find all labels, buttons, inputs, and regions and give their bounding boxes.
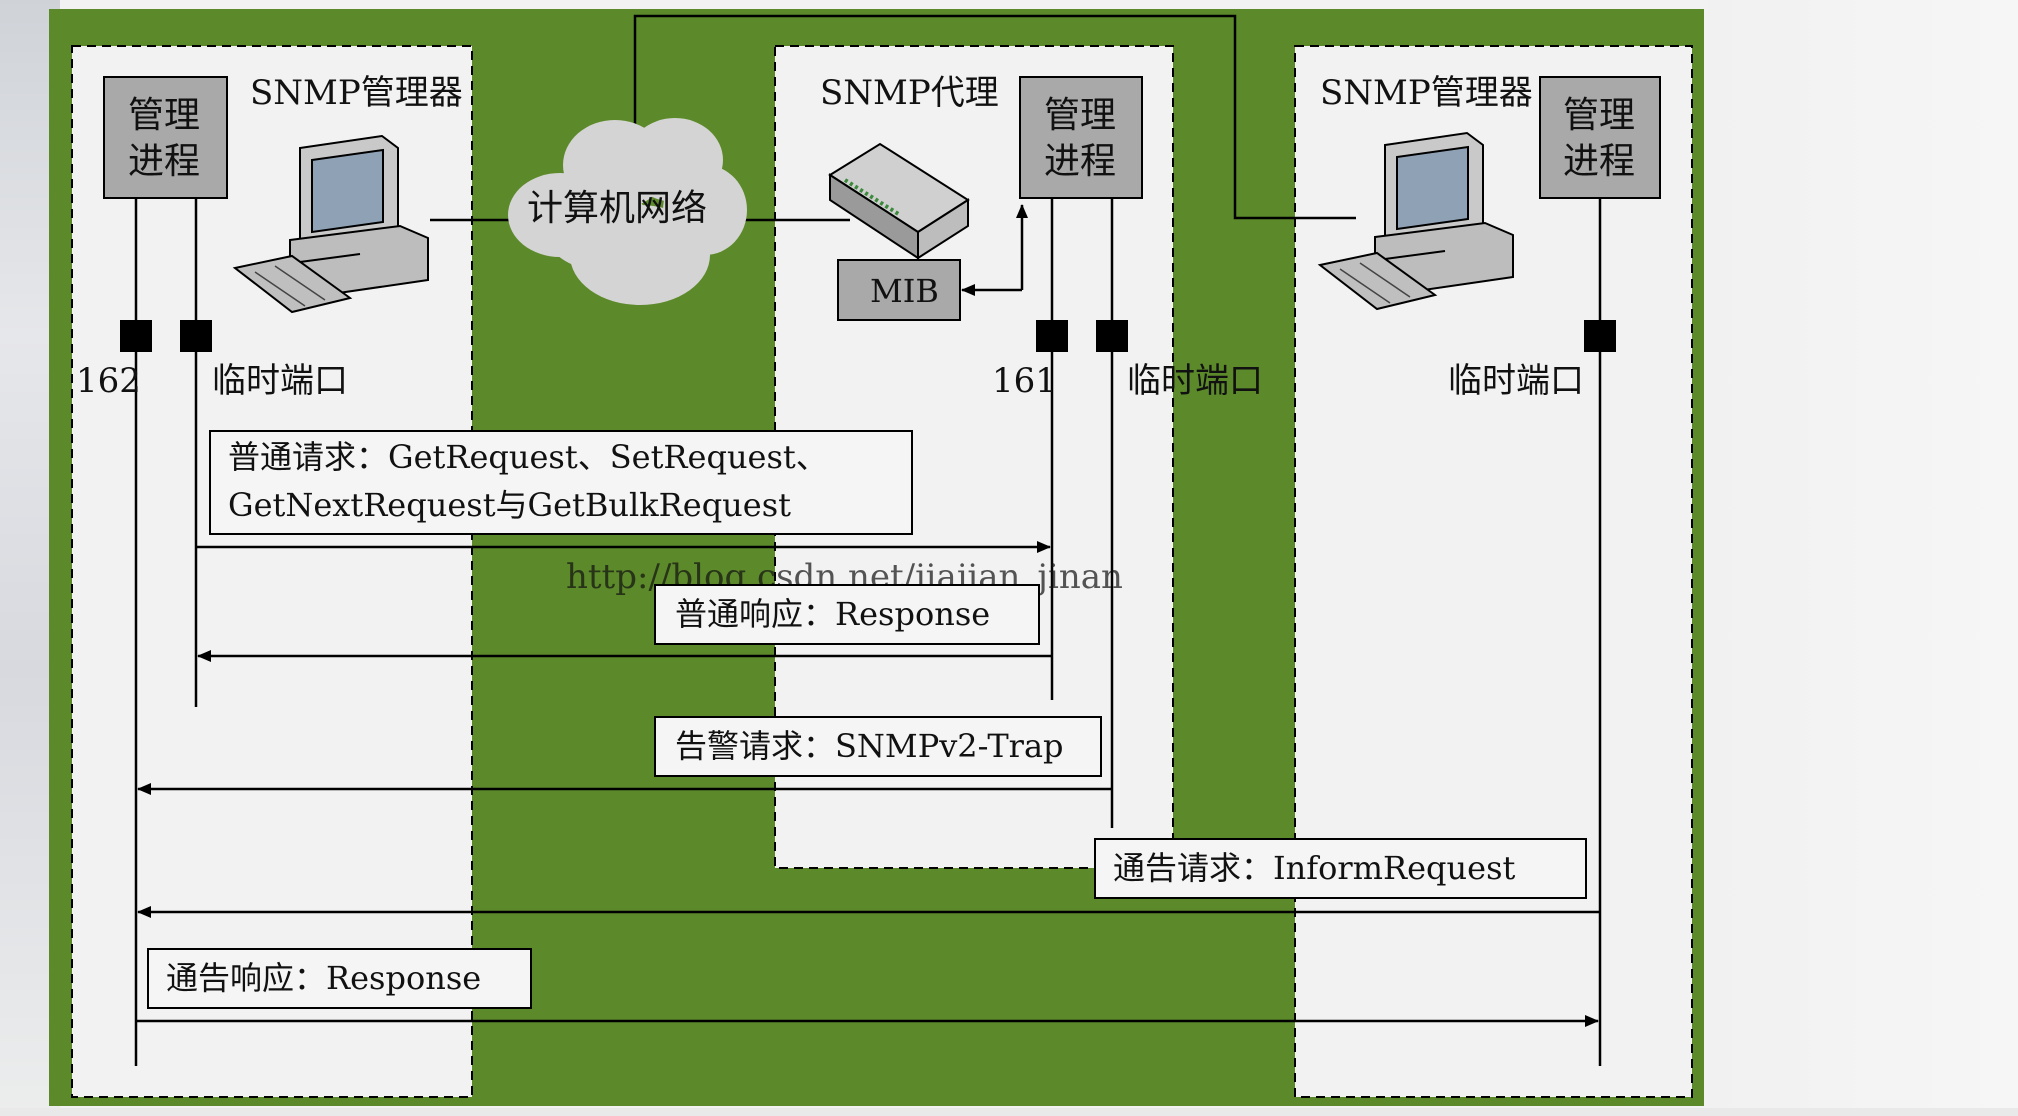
manager-left-title: SNMP管理器 [250, 73, 463, 113]
manager-left-computer-icon [232, 134, 429, 314]
msg-normal-request-line1: 普通请求：GetRequest、SetRequest、 [228, 438, 828, 476]
agent-title: SNMP代理 [820, 73, 999, 113]
manager-left-port-162-marker [120, 320, 152, 352]
manager-left-temp-port: 临时端口 [212, 361, 348, 401]
agent-device-icon [828, 142, 970, 260]
background-right-area [1708, 0, 2018, 1116]
manager-left-process-box [103, 76, 228, 199]
network-cloud-icon [508, 118, 747, 305]
agent-process-label-line1: 管理 [1044, 95, 1116, 136]
msg-normal-response-box [654, 584, 1040, 645]
manager-right-process-label-line2: 进程 [1563, 141, 1635, 182]
agent-temp-port: 临时端口 [1127, 361, 1263, 401]
manager-right-process-box [1539, 76, 1661, 199]
msg-normal-response-label: 普通响应：Response [675, 595, 990, 633]
manager-right-computer-icon [1317, 131, 1514, 311]
agent-port-temp-marker [1096, 320, 1128, 352]
network-label: 计算机网络 [527, 188, 707, 229]
agent-process-box [1019, 76, 1143, 199]
manager-left-port-162: 162 [76, 361, 141, 401]
panel-manager-right [1294, 45, 1693, 1098]
manager-right-port-temp-marker [1584, 320, 1616, 352]
agent-port-161: 161 [992, 361, 1057, 401]
background-bottom-strip [0, 1108, 2018, 1116]
manager-right-temp-port: 临时端口 [1448, 361, 1584, 401]
msg-inform-request-label: 通告请求：InformRequest [1113, 849, 1515, 887]
msg-normal-request-box [209, 430, 913, 535]
manager-left-process-label-line2: 进程 [128, 141, 200, 182]
agent-mib-label: MIB [870, 272, 939, 310]
manager-right-process-label-line1: 管理 [1563, 95, 1635, 136]
msg-inform-response-box [147, 948, 532, 1009]
panel-manager-left [71, 45, 473, 1098]
msg-inform-request-box [1094, 838, 1587, 899]
manager-left-port-temp-marker [180, 320, 212, 352]
manager-left-process-label-line1: 管理 [128, 95, 200, 136]
msg-trap-box [654, 716, 1102, 777]
manager-right-title: SNMP管理器 [1320, 73, 1533, 113]
agent-process-label-line2: 进程 [1044, 141, 1116, 182]
agent-mib-box [837, 259, 961, 321]
msg-normal-request-line2: GetNextRequest与GetBulkRequest [228, 486, 791, 524]
msg-trap-label: 告警请求：SNMPv2-Trap [675, 727, 1064, 765]
msg-inform-response-label: 通告响应：Response [166, 959, 481, 997]
network-link-top [633, 14, 1356, 220]
agent-port-161-marker [1036, 320, 1068, 352]
